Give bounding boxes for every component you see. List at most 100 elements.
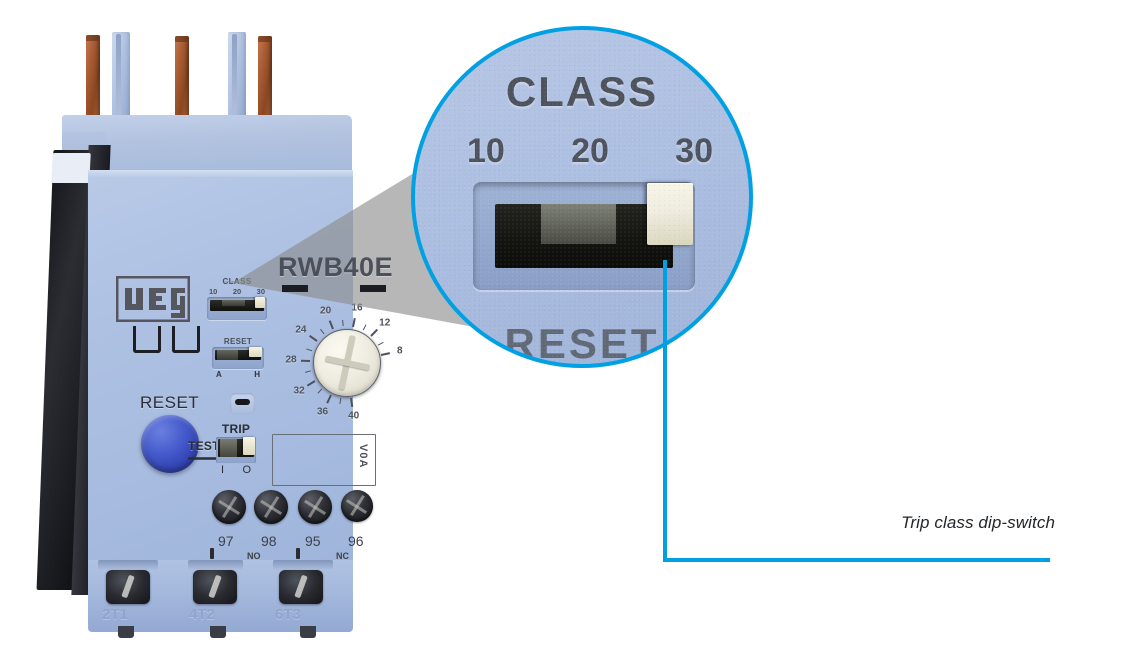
class-scale: 10 20 30	[207, 287, 267, 296]
dial-tick	[307, 379, 316, 387]
u-mark-right	[172, 326, 200, 353]
magnified-class-label: CLASS	[505, 68, 659, 115]
dial-tick	[377, 341, 384, 346]
dial-number-8: 8	[397, 345, 403, 357]
dial-tick	[362, 324, 367, 331]
class-option-10: 10	[209, 287, 218, 296]
current-adjust-dial[interactable]	[313, 329, 381, 397]
housing-slot-left	[210, 548, 214, 559]
class-dip-switch[interactable]	[207, 297, 267, 320]
magnified-class-option-10: 10	[467, 132, 505, 170]
side-panel-top-tab	[51, 153, 91, 183]
aux-terminal-number-98: 98	[261, 533, 277, 549]
trip-indicator-window	[230, 393, 255, 414]
class-dip-switch-group[interactable]: CLASS 10 20 30	[207, 277, 267, 320]
load-slot-3	[273, 560, 333, 570]
reset-mode-switch-group[interactable]: RESET A H	[212, 337, 264, 379]
copper-pin-1	[86, 35, 100, 135]
dial-tick	[370, 329, 379, 338]
class-dip-slider[interactable]	[255, 297, 265, 308]
trip-option-i: I	[221, 464, 225, 476]
magnified-class-scale: 10 20 30	[467, 132, 713, 171]
model-dash-left	[282, 285, 308, 292]
aux-contact-label-nc: NC	[336, 551, 349, 561]
dial-number-28: 28	[285, 354, 297, 366]
dial-number-12: 12	[379, 317, 391, 329]
dial-tick	[305, 370, 312, 374]
reset-mode-options: A H	[212, 370, 264, 379]
blue-fin-1	[112, 32, 130, 136]
dial-tick	[352, 317, 356, 327]
dial-number-20: 20	[320, 305, 332, 317]
trip-switch-options: I O	[216, 464, 256, 476]
dial-tick	[380, 351, 391, 356]
trip-label: TRIP	[221, 422, 251, 436]
rating-label-box	[272, 434, 376, 486]
reset-button-label: RESET	[140, 393, 200, 412]
load-terminal-block: 2T1 4T2 6T3	[88, 560, 353, 638]
copper-pin-2	[175, 36, 189, 136]
u-mark-left	[133, 326, 161, 353]
load-screw-2t1[interactable]	[106, 570, 150, 604]
aux-screw-97[interactable]	[212, 490, 246, 524]
reset-mode-track	[215, 350, 261, 360]
magnified-dip-slider[interactable]	[647, 183, 693, 245]
class-option-20: 20	[232, 287, 242, 296]
magnified-partial-reset-label: RESET	[504, 320, 660, 367]
dial-tick	[300, 359, 311, 362]
class-option-30: 30	[256, 287, 265, 296]
load-terminal-label-4t2: 4T2	[189, 606, 215, 623]
dial-number-24: 24	[295, 324, 307, 336]
mount-foot-3	[300, 626, 316, 638]
trip-switch-group[interactable]: TRIP I O	[216, 422, 256, 476]
dial-number-36: 36	[316, 406, 329, 418]
class-label: CLASS	[222, 277, 252, 286]
current-adjust-dial-group[interactable]: 8 12 16 20 24 28 32 36 40	[278, 302, 402, 430]
dial-tick	[325, 394, 332, 404]
mount-foot-2	[210, 626, 226, 638]
aux-terminal-number-95: 95	[305, 533, 321, 549]
trip-switch[interactable]	[216, 437, 256, 463]
magnified-dip-well[interactable]	[473, 182, 695, 290]
aux-screw-98[interactable]	[254, 490, 288, 524]
dial-tick	[328, 319, 334, 329]
voa-label: V0A	[357, 444, 369, 469]
reset-option-a: A	[216, 370, 222, 379]
dial-number-40: 40	[348, 410, 360, 422]
load-screw-4t2[interactable]	[193, 570, 237, 604]
model-number: RWB40E	[278, 252, 394, 282]
callout-caption: Trip class dip-switch	[901, 513, 1055, 532]
magnified-class-option-30: 30	[675, 132, 713, 170]
model-dash-right	[360, 285, 386, 292]
housing-slot-right	[296, 548, 300, 559]
dial-number-16: 16	[351, 302, 363, 314]
load-terminal-label-2t1: 2T1	[102, 606, 128, 623]
load-screw-6t3[interactable]	[279, 570, 323, 604]
reset-option-h: H	[254, 370, 260, 379]
magnified-class-option-20: 20	[571, 132, 609, 170]
dial-number-32: 32	[293, 385, 305, 397]
dial-tick	[305, 348, 313, 352]
dial-tick	[317, 388, 323, 394]
weg-logo	[116, 276, 190, 322]
aux-screw-95[interactable]	[298, 490, 332, 524]
aux-terminal-number-97: 97	[218, 533, 234, 549]
reset-mode-slider[interactable]	[249, 347, 262, 357]
overload-relay-device: CLASS 10 20 30 RESET A H RESET	[36, 20, 403, 640]
reset-button[interactable]	[141, 415, 199, 473]
test-label: TEST	[188, 439, 220, 453]
trip-switch-slider[interactable]	[243, 437, 255, 455]
reset-mode-label: RESET	[223, 337, 253, 346]
front-face-top-edge	[88, 170, 353, 177]
reset-mode-switch[interactable]	[212, 347, 264, 369]
dial-tick	[308, 335, 318, 343]
aux-screw-96[interactable]	[341, 490, 373, 522]
dial-tick	[339, 397, 342, 404]
load-slot-1	[98, 560, 158, 570]
dial-tick	[341, 320, 344, 327]
load-slot-2	[188, 560, 243, 570]
dial-tick	[319, 328, 325, 335]
magnified-dip-switch-view: CLASS 10 20 30 RESET	[411, 26, 753, 368]
load-terminal-label-6t3: 6T3	[275, 606, 301, 623]
